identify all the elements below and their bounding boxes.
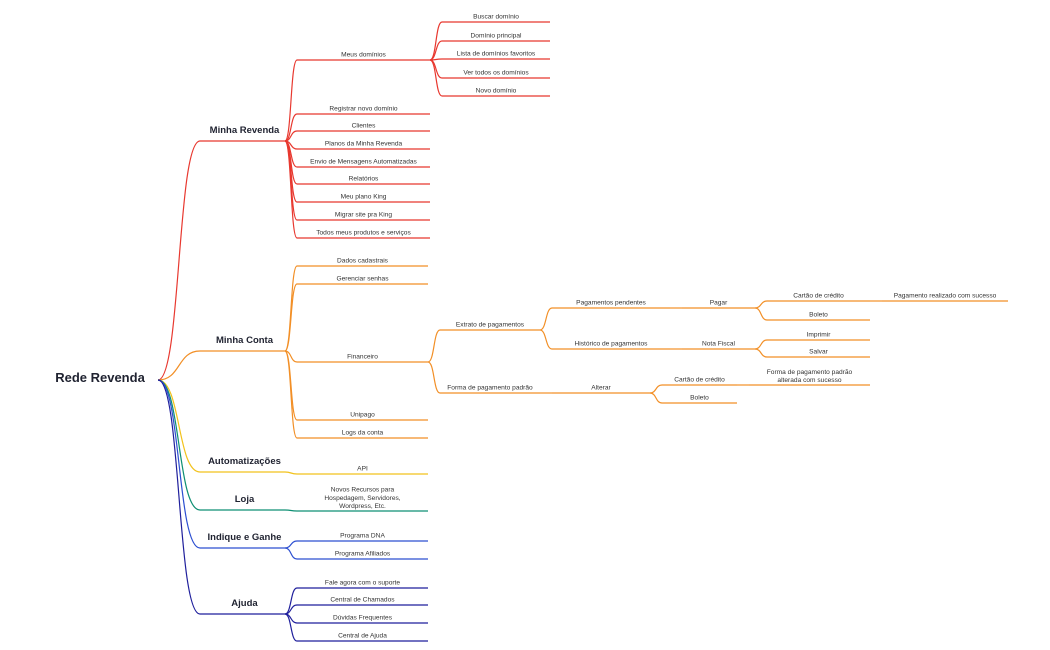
node-relatorios[interactable]: Relatórios xyxy=(349,176,379,183)
node-alterar[interactable]: Alterar xyxy=(591,385,611,392)
node-forma-de-pagamento-padrao[interactable]: Forma de pagamento padrão xyxy=(447,385,533,392)
connector-forma-de-pagamento-padrao xyxy=(427,361,441,394)
node-pagar[interactable]: Pagar xyxy=(710,300,728,307)
node-meus-dominios[interactable]: Meus domínios xyxy=(341,52,386,59)
connector-todos-meus-produtos-e-servicos xyxy=(284,140,298,239)
node-dados-cadastrais[interactable]: Dados cadastrais xyxy=(337,258,389,265)
node-cartao-de-credito[interactable]: Cartão de crédito xyxy=(793,293,844,300)
branch-connector-automatizacoes xyxy=(157,379,201,473)
node-registrar-novo-dominio[interactable]: Registrar novo domínio xyxy=(329,106,398,113)
connector-boleto xyxy=(649,392,663,404)
connector-programa-afiliados xyxy=(284,547,298,560)
node-api[interactable]: API xyxy=(357,466,368,473)
connector-novos-recursos-para-hospedagem-servidores-wordpress-etc xyxy=(284,509,298,512)
connector-imprimir xyxy=(754,339,768,350)
branch-minha-revenda[interactable]: Minha Revenda xyxy=(210,125,280,136)
node-historico-de-pagamentos[interactable]: Histórico de pagamentos xyxy=(575,341,649,348)
connector-gerenciar-senhas xyxy=(284,283,298,352)
node-dominio-principal[interactable]: Domínio principal xyxy=(471,33,522,40)
branch-connector-minha-revenda xyxy=(157,140,201,381)
node-pagamentos-pendentes[interactable]: Pagamentos pendentes xyxy=(576,300,646,307)
branch-loja[interactable]: Loja xyxy=(235,494,255,505)
node-meu-plano-king[interactable]: Meu plano King xyxy=(341,194,387,201)
node-logs-da-conta[interactable]: Logs da conta xyxy=(342,430,384,437)
node-nota-fiscal[interactable]: Nota Fiscal xyxy=(702,341,736,348)
connector-central-de-ajuda xyxy=(284,613,298,642)
node-central-de-chamados[interactable]: Central de Chamados xyxy=(330,597,395,604)
connector-salvar xyxy=(754,348,768,358)
node-cartao-de-credito[interactable]: Cartão de crédito xyxy=(674,377,725,384)
connector-historico-de-pagamentos xyxy=(539,329,553,350)
node-gerenciar-senhas[interactable]: Gerenciar senhas xyxy=(336,276,389,283)
node-envio-de-mensagens-automatizadas[interactable]: Envio de Mensagens Automatizadas xyxy=(310,159,417,166)
node-salvar[interactable]: Salvar xyxy=(809,349,828,356)
node-financeiro[interactable]: Financeiro xyxy=(347,354,378,361)
connector-novo-dominio xyxy=(429,59,443,97)
connector-pagamentos-pendentes xyxy=(539,307,553,331)
branch-connector-minha-conta xyxy=(157,350,201,381)
connector-dados-cadastrais xyxy=(284,265,298,352)
node-unipago[interactable]: Unipago xyxy=(350,412,375,419)
branch-ajuda[interactable]: Ajuda xyxy=(231,598,258,609)
connector-programa-dna xyxy=(284,540,298,549)
node-imprimir[interactable]: Imprimir xyxy=(807,332,832,339)
node-boleto[interactable]: Boleto xyxy=(690,395,709,402)
node-todos-meus-produtos-e-servicos[interactable]: Todos meus produtos e serviços xyxy=(316,230,411,237)
branch-automatizacoes[interactable]: Automatizações xyxy=(208,456,281,467)
connector-cartao-de-credito xyxy=(754,300,768,309)
node-lista-de-dominios-favoritos[interactable]: Lista de domínios favoritos xyxy=(457,51,536,58)
node-buscar-dominio[interactable]: Buscar domínio xyxy=(473,14,519,21)
node-boleto[interactable]: Boleto xyxy=(809,312,828,319)
node-extrato-de-pagamentos[interactable]: Extrato de pagamentos xyxy=(456,322,525,329)
node-duvidas-frequentes[interactable]: Dúvidas Frequentes xyxy=(333,615,393,622)
node-pagamento-realizado-com-sucesso[interactable]: Pagamento realizado com sucesso xyxy=(894,293,997,300)
node-programa-dna[interactable]: Programa DNA xyxy=(340,533,385,540)
node-central-de-ajuda[interactable]: Central de Ajuda xyxy=(338,633,387,640)
node-migrar-site-pra-king[interactable]: Migrar site pra King xyxy=(335,212,393,219)
node-clientes[interactable]: Clientes xyxy=(352,123,377,130)
node-ver-todos-os-dominios[interactable]: Ver todos os domínios xyxy=(463,70,529,77)
connector-boleto xyxy=(754,307,768,321)
branch-connector-indique-e-ganhe xyxy=(157,379,201,549)
branch-minha-conta[interactable]: Minha Conta xyxy=(216,335,274,346)
connector-logs-da-conta xyxy=(284,350,298,439)
connector-api xyxy=(284,471,298,475)
connector-extrato-de-pagamentos xyxy=(427,329,441,363)
root-topic[interactable]: Rede Revenda xyxy=(55,370,145,385)
node-novo-dominio[interactable]: Novo domínio xyxy=(476,88,517,95)
connector-cartao-de-credito xyxy=(649,384,663,394)
connector-meus-dominios xyxy=(284,59,298,142)
branch-indique-e-ganhe[interactable]: Indique e Ganhe xyxy=(208,532,282,543)
branch-connector-ajuda xyxy=(157,379,201,615)
node-fale-agora-com-o-suporte[interactable]: Fale agora com o suporte xyxy=(325,580,400,587)
node-programa-afiliados[interactable]: Programa Afiliados xyxy=(335,551,391,558)
node-planos-da-minha-revenda[interactable]: Planos da Minha Revenda xyxy=(325,141,403,148)
